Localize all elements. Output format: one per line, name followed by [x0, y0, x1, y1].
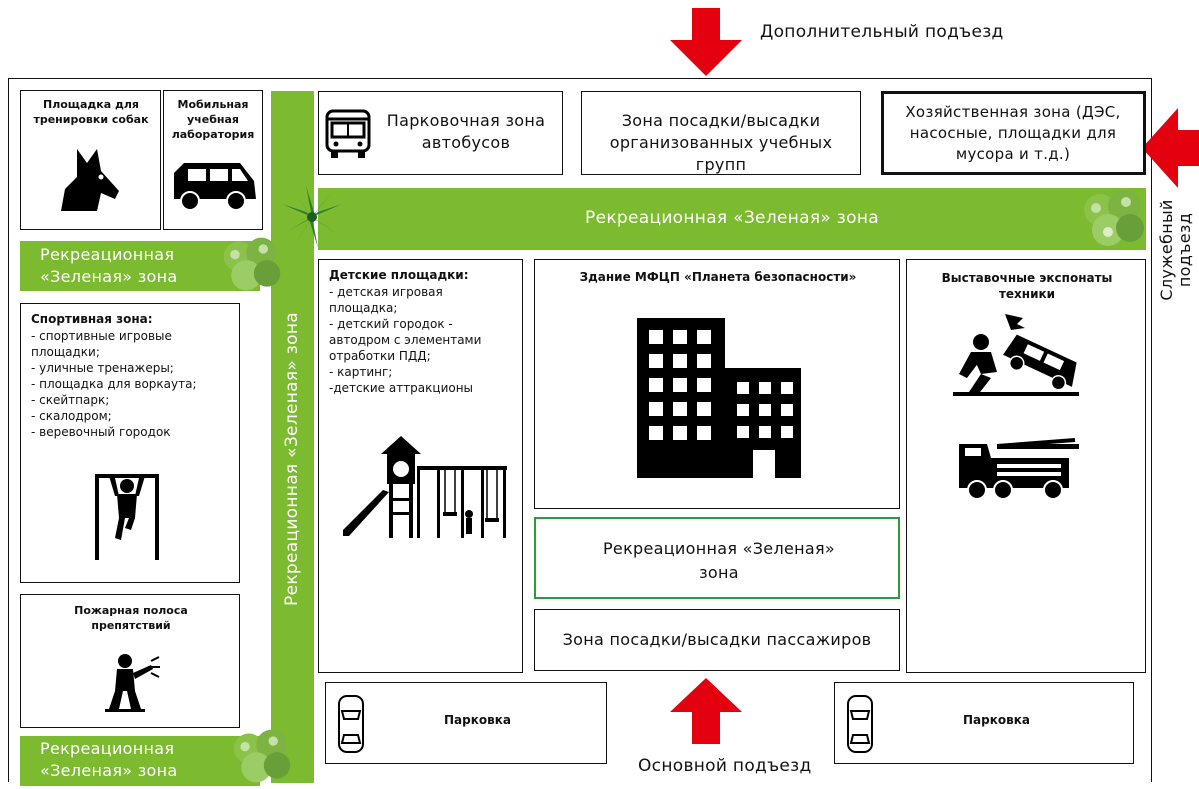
tree-icon: [1084, 190, 1144, 246]
fire-truck-icon: [959, 438, 1079, 500]
service-entrance-label: Служебный подъезд: [1157, 199, 1194, 301]
list-item: - детский городок - автодром с элементам…: [329, 317, 482, 363]
exhibits-label: Выставочные экспонаты техники: [941, 271, 1113, 301]
passenger-dropoff-zone: Зона посадки/высадки пассажиров: [534, 609, 900, 671]
list-item: - картинг;: [329, 365, 393, 379]
van-icon: [174, 163, 256, 211]
fire-obstacle-label: Пожарная полоса препятствий: [74, 604, 188, 632]
dog-training-area: Площадка для тренировки собак: [20, 90, 161, 230]
fire-obstacle-zone: Пожарная полоса препятствий: [20, 594, 240, 728]
pullup-icon: [95, 474, 159, 560]
sport-zone-title: Спортивная зона:: [31, 312, 153, 326]
green-zone-left-1-label: Рекреационная «Зеленая» зона: [40, 245, 178, 286]
list-item: - спортивные игровые площадки;: [31, 329, 172, 359]
playgrounds-zone: Детские площадки: - детская игровая площ…: [318, 259, 523, 673]
tree-icon: [223, 237, 281, 291]
list-item: - детская игровая площадка;: [329, 285, 443, 315]
list-item: - площадка для воркаута;: [31, 377, 197, 391]
bus-parking-label: Парковочная зона автобусов: [386, 111, 546, 152]
car-icon: [847, 695, 873, 753]
green-zone-left-1: Рекреационная «Зеленая» зона: [20, 241, 260, 291]
group-dropoff-zone: Зона посадки/высадки организованных учеб…: [581, 91, 861, 175]
list-item: - уличные тренажеры;: [31, 361, 174, 375]
playgrounds-title: Детские площадки:: [329, 268, 469, 282]
main-entrance-arrow-icon: [670, 678, 742, 744]
parking-right-label: Парковка: [963, 713, 1030, 727]
green-zone-top-label: Рекреационная «Зеленая» зона: [585, 208, 879, 228]
green-zone-bottom-left-label: Рекреационная «Зеленая» зона: [40, 739, 178, 780]
car-icon: [338, 695, 364, 753]
group-dropoff-label: Зона посадки/высадки организованных учеб…: [609, 111, 833, 174]
parking-left: Парковка: [325, 682, 607, 764]
green-zone-center: Рекреационная «Зеленая» зона: [534, 517, 900, 599]
list-item: - веревочный городок: [31, 425, 171, 439]
bus-icon: [325, 109, 371, 158]
main-entrance-label: Основной подъезд: [638, 756, 812, 776]
utility-zone-label: Хозяйственная зона (ДЭС, насосные, площа…: [905, 103, 1121, 163]
parking-left-label: Парковка: [444, 713, 511, 727]
additional-entrance-arrow-icon: [670, 8, 742, 76]
parking-right: Парковка: [834, 682, 1134, 764]
list-item: - скейтпарк;: [31, 393, 110, 407]
playgrounds-list: - детская игровая площадка; - детский го…: [329, 284, 509, 396]
palm-icon: [282, 186, 342, 248]
sport-zone-list: - спортивные игровые площадки; - уличные…: [31, 328, 231, 440]
tree-icon: [233, 729, 291, 783]
site-boundary: [8, 78, 1152, 782]
main-building-zone: Здание МФЦП «Планета безопасности»: [534, 259, 900, 509]
service-entrance-arrow-icon: [1142, 108, 1199, 188]
green-zone-vertical-label: Рекреационная «Зеленая» зона: [282, 312, 302, 606]
rescue-icon: [953, 314, 1079, 396]
playground-icon: [343, 436, 507, 538]
utility-zone: Хозяйственная зона (ДЭС, насосные, площа…: [881, 91, 1146, 175]
mobile-lab-area: Мобильная учебная лаборатория: [163, 90, 263, 230]
list-item: -детские аттракционы: [329, 381, 474, 395]
passenger-dropoff-label: Зона посадки/высадки пассажиров: [562, 630, 872, 649]
sport-zone: Спортивная зона: - спортивные игровые пл…: [20, 303, 240, 583]
green-zone-vertical: [271, 91, 314, 783]
exhibits-zone: Выставочные экспонаты техники: [906, 259, 1146, 673]
green-zone-top: Рекреационная «Зеленая» зона: [318, 188, 1146, 250]
bus-parking-zone: Парковочная зона автобусов: [318, 91, 563, 175]
building-icon: [637, 318, 801, 478]
firefighter-icon: [105, 654, 160, 712]
dog-training-label: Площадка для тренировки собак: [33, 98, 149, 126]
mobile-lab-label: Мобильная учебная лаборатория: [171, 98, 255, 141]
list-item: - скалодром;: [31, 409, 112, 423]
additional-entrance-label: Дополнительный подъезд: [760, 22, 1004, 42]
main-building-label: Здание МФЦП «Планета безопасности»: [579, 270, 857, 284]
green-zone-center-label: Рекреационная «Зеленая» зона: [602, 539, 836, 582]
dog-icon: [61, 149, 119, 211]
green-zone-bottom-left: Рекреационная «Зеленая» зона: [20, 736, 260, 786]
